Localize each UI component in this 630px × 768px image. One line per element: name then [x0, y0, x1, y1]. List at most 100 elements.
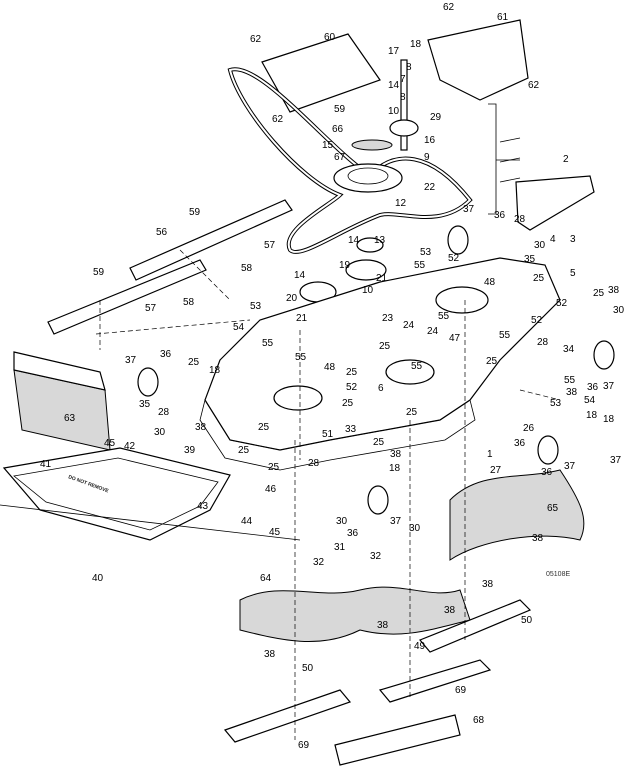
part-callout: 53 [550, 398, 562, 409]
part-callout: 35 [524, 254, 536, 265]
part-callout: 51 [322, 429, 334, 440]
part-callout: 32 [370, 551, 382, 562]
part-callout: 8 [406, 62, 412, 73]
bracket-line [499, 157, 521, 163]
part-callout: 25 [238, 445, 250, 456]
part-callout: 50 [302, 663, 314, 674]
part-callout: 38 [482, 579, 494, 590]
part-callout: 25 [268, 462, 280, 473]
part-callout: 18 [586, 410, 598, 421]
part-callout: 38 [608, 285, 620, 296]
part-callout: 28 [158, 407, 170, 418]
part-callout: 15 [322, 140, 334, 151]
part-callout: 36 [160, 349, 172, 360]
spindle-pulley-center [385, 359, 435, 385]
part-callout: 36 [541, 467, 553, 478]
part-callout: 25 [379, 341, 391, 352]
part-callout: 37 [603, 381, 615, 392]
baffle-top [13, 351, 106, 391]
blade-shield [334, 714, 461, 766]
part-callout: 25 [406, 407, 418, 418]
part-callout: 40 [92, 573, 104, 584]
baffle-rod-upper [129, 199, 293, 281]
part-callout: 57 [264, 240, 276, 251]
part-callout: 69 [455, 685, 467, 696]
part-callout: 38 [532, 533, 544, 544]
part-callout: 25 [593, 288, 605, 299]
part-callout: 55 [262, 338, 274, 349]
part-callout: 63 [64, 413, 76, 424]
part-callout: 1 [487, 449, 493, 460]
part-callout: 25 [373, 437, 385, 448]
part-callout: 25 [533, 273, 545, 284]
part-callout: 30 [409, 523, 421, 534]
baffle-rod-lower [47, 259, 207, 335]
part-callout: 38 [195, 422, 207, 433]
part-callout: 37 [463, 204, 475, 215]
part-callout: 17 [388, 46, 400, 57]
part-callout: 62 [443, 2, 455, 13]
part-callout: 64 [260, 573, 272, 584]
part-callout: 28 [514, 214, 526, 225]
discharge-chute-inner [13, 457, 219, 531]
part-callout: 9 [424, 152, 430, 163]
part-callout: 52 [448, 253, 460, 264]
part-callout: 18 [209, 365, 221, 376]
part-callout: 8 [400, 92, 406, 103]
part-callout: 37 [564, 461, 576, 472]
part-callout: 24 [427, 326, 439, 337]
part-callout: 55 [295, 352, 307, 363]
part-callout: 28 [537, 337, 549, 348]
leader-line [0, 504, 301, 541]
part-callout: 10 [362, 285, 374, 296]
part-callout: 60 [324, 32, 336, 43]
part-callout: 18 [410, 39, 422, 50]
part-callout: 38 [264, 649, 276, 660]
part-callout: 38 [390, 449, 402, 460]
part-callout: 54 [584, 395, 596, 406]
part-callout: 52 [556, 298, 568, 309]
anti-scalp-wheel [367, 485, 389, 515]
part-callout: 28 [308, 458, 320, 469]
drive-pulley [333, 163, 403, 193]
part-callout: 18 [603, 414, 615, 425]
part-callout: 23 [382, 313, 394, 324]
part-callout: 12 [395, 198, 407, 209]
part-callout: 30 [613, 305, 625, 316]
part-callout: 55 [438, 311, 450, 322]
part-callout: 69 [298, 740, 310, 751]
discharge-chute [2, 447, 231, 541]
part-callout: 37 [610, 455, 622, 466]
bracket-line [499, 137, 521, 143]
part-callout: 24 [403, 320, 415, 331]
part-callout: 37 [125, 355, 137, 366]
part-callout: 2 [563, 154, 569, 165]
part-callout: 32 [313, 557, 325, 568]
part-callout: 27 [490, 465, 502, 476]
idler-bolt [400, 59, 408, 151]
part-callout: 3 [570, 234, 576, 245]
part-callout: 56 [156, 227, 168, 238]
part-callout: 14 [294, 270, 306, 281]
blade-left [223, 689, 352, 743]
part-callout: 19 [339, 260, 351, 271]
part-callout: 62 [250, 34, 262, 45]
part-callout: 61 [497, 12, 509, 23]
part-callout: 6 [378, 383, 384, 394]
part-callout: 49 [414, 641, 426, 652]
part-callout: 50 [521, 615, 533, 626]
part-callout: 10 [388, 106, 400, 117]
alignment-lines [95, 249, 561, 740]
part-callout: 62 [272, 114, 284, 125]
anti-scalp-wheel [137, 367, 159, 397]
part-callout: 65 [547, 503, 559, 514]
part-callout: 52 [531, 315, 543, 326]
part-callout: 48 [484, 277, 496, 288]
part-callout: 30 [336, 516, 348, 527]
anti-scalp-wheel [447, 225, 469, 255]
drawing-code: 05108E [546, 571, 570, 578]
part-callout: 30 [154, 427, 166, 438]
part-callout: 31 [334, 542, 346, 553]
part-callout: 55 [564, 375, 576, 386]
